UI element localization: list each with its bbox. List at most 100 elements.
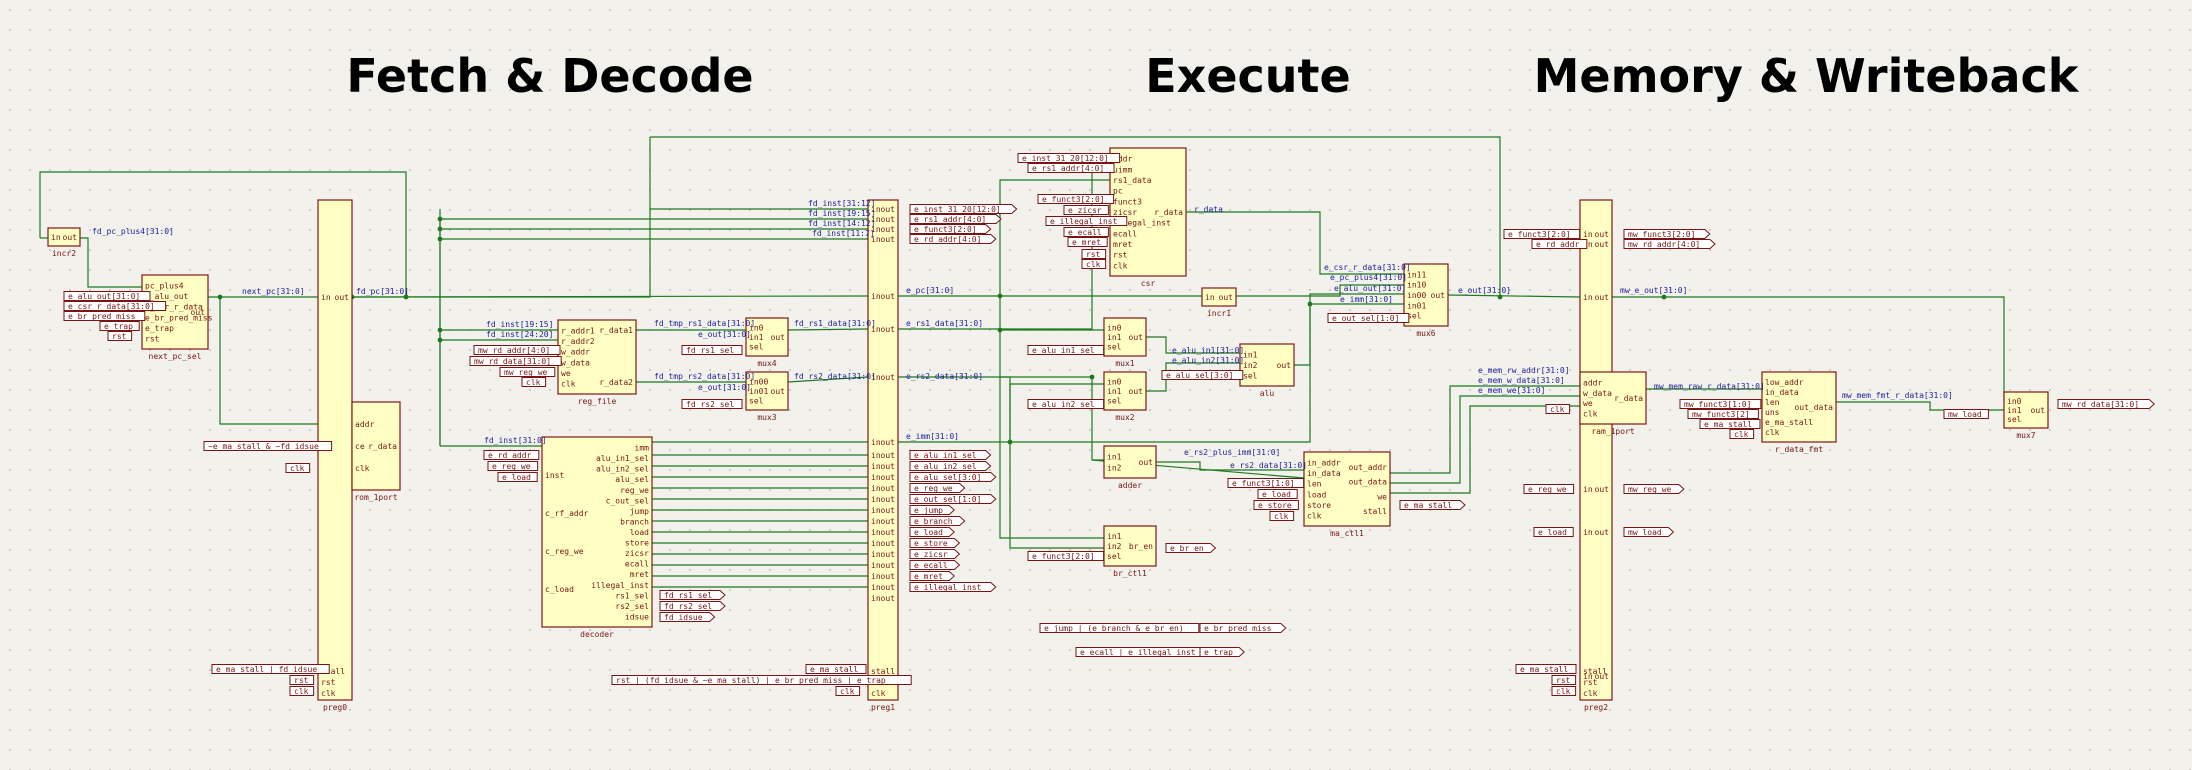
input-label[interactable]: e_ecall | e_illegal_inst	[1075, 647, 1210, 658]
output-label[interactable]: mw_rd_data[31:0]	[2057, 399, 2155, 410]
input-label[interactable]: clk	[521, 377, 547, 388]
input-label[interactable]: e_alu_sel[3:0]	[1161, 370, 1244, 381]
input-label[interactable]: e_ma_stall	[1699, 419, 1761, 430]
output-label[interactable]: e_br_en	[1165, 543, 1217, 554]
block-preg1[interactable]: preg1ininininininininininininininininini…	[867, 199, 899, 712]
block-preg2[interactable]: preg2ininininininoutoutoutoutoutoutstall…	[1579, 199, 1613, 712]
output-label[interactable]: mw_rd_addr[4:0]	[1623, 239, 1716, 250]
input-label[interactable]: fd_rs2_sel	[681, 399, 743, 410]
input-label[interactable]: mw_funct3[2]	[1687, 409, 1759, 420]
output-label[interactable]: e_rd_addr[4:0]	[909, 234, 997, 245]
input-label[interactable]: mw_load	[1943, 409, 1989, 420]
input-label[interactable]: rst	[1551, 675, 1577, 686]
output-label[interactable]: e_reg_we	[909, 483, 966, 494]
output-label[interactable]: fd_idsue	[659, 612, 716, 623]
input-label[interactable]: e_ma_stall	[805, 664, 867, 675]
input-label[interactable]: e_reg_we	[487, 461, 539, 472]
input-label[interactable]: e_zicsr	[1063, 205, 1109, 216]
input-label[interactable]: e_ecall	[1063, 227, 1109, 238]
input-label[interactable]: e_inst_31_20[12:0]	[1017, 153, 1121, 164]
output-label[interactable]: fd_rs2_sel	[659, 601, 726, 612]
output-label[interactable]: mw_funct3[2:0]	[1623, 229, 1711, 240]
output-label[interactable]: e_rs1_addr[4:0]	[909, 214, 1002, 225]
output-label[interactable]: e_br_pred_miss	[1199, 623, 1287, 634]
output-label[interactable]: e_trap	[1199, 647, 1245, 658]
output-label[interactable]: e_ecall	[909, 560, 961, 571]
input-label[interactable]: clk	[1269, 511, 1295, 522]
input-label[interactable]: rst	[107, 331, 133, 342]
output-label[interactable]: e_mret	[909, 571, 955, 582]
block-ma_ctl1[interactable]: ma_ctl1in_addrin_datalenloadstoreclkout_…	[1303, 451, 1391, 538]
input-label[interactable]: mw_reg_we	[499, 367, 556, 378]
input-label[interactable]: clk	[1545, 404, 1571, 415]
output-label[interactable]: e_inst_31_20[12:0]	[909, 204, 1018, 215]
output-label[interactable]: e_alu_in2_sel	[909, 461, 992, 472]
input-label[interactable]: clk	[835, 686, 861, 697]
block-decoder[interactable]: decoderinstc_rf_addrc_reg_wec_loadimmalu…	[541, 436, 653, 639]
output-label[interactable]: e_store	[909, 538, 961, 549]
input-label[interactable]: e_funct3[2:0]	[1027, 551, 1105, 562]
input-label[interactable]: e_rd_addr	[1531, 239, 1588, 250]
input-label[interactable]: e_trap	[99, 321, 140, 332]
output-label[interactable]: e_illegal_inst	[909, 582, 997, 593]
input-label[interactable]: mw_funct3[1:0]	[1679, 399, 1762, 410]
output-label[interactable]: fd_rs1_sel	[659, 590, 726, 601]
input-label[interactable]: e_reg_we	[1523, 484, 1575, 495]
input-label[interactable]: ~e_ma_stall & ~fd_idsue	[203, 441, 333, 452]
block-next_pc_sel[interactable]: next_pc_selpc_plus4e_alu_oute_csr_r_data…	[141, 274, 213, 361]
output-label[interactable]: e_alu_in1_sel	[909, 450, 992, 461]
input-label[interactable]: e_funct3[2:0]	[1037, 194, 1115, 205]
input-label[interactable]: fd_rs1_sel	[681, 345, 743, 356]
block-reg_file[interactable]: reg_filer_addr1r_addr2w_addrw_dataweclkr…	[557, 319, 637, 406]
output-label[interactable]: e_branch	[909, 516, 966, 527]
input-label[interactable]: e_csr_r_data[31:0]	[63, 301, 167, 312]
input-label[interactable]: e_funct3[1:0]	[1227, 478, 1305, 489]
input-label[interactable]: clk	[289, 686, 315, 697]
input-label[interactable]: e_alu_in2_sel	[1027, 399, 1105, 410]
input-label[interactable]: clk	[1081, 259, 1107, 270]
output-label[interactable]: e_zicsr	[909, 549, 961, 560]
output-label[interactable]: e_funct3[2:0]	[909, 224, 992, 235]
input-label[interactable]: e_rd_addr	[483, 450, 540, 461]
output-label[interactable]: e_alu_sel[3:0]	[909, 472, 997, 483]
block-r_data_fmt[interactable]: r_data_fmtlow_addrin_datalenunse_ma_stal…	[1761, 371, 1837, 454]
input-label[interactable]: e_load	[1533, 527, 1574, 538]
input-label[interactable]: e_load	[1257, 489, 1298, 500]
input-label[interactable]: mw_rd_addr[4:0]	[473, 345, 561, 356]
output-label[interactable]: mw_load	[1623, 527, 1675, 538]
input-label[interactable]: e_load	[497, 472, 538, 483]
input-label[interactable]: clk	[1551, 686, 1577, 697]
input-label[interactable]: mw_rd_data[31:0]	[469, 356, 562, 367]
input-label[interactable]: e_mret	[1067, 237, 1108, 248]
input-label[interactable]: e_ma_stall	[1515, 664, 1577, 675]
input-label[interactable]: e_jump | (e_branch & e_br_en)	[1039, 623, 1200, 634]
input-label[interactable]: e_rs1_addr[4:0]	[1027, 163, 1115, 174]
output-label[interactable]: e_jump	[909, 505, 955, 516]
input-label[interactable]: e_ma_stall | fd_idsue	[211, 664, 330, 675]
output-label[interactable]: e_load	[909, 527, 955, 538]
input-label[interactable]: rst	[1081, 249, 1107, 260]
input-label[interactable]: e_funct3[2:0]	[1503, 229, 1581, 240]
input-label[interactable]: clk	[285, 463, 311, 474]
input-label[interactable]: rst | (fd_idsue & ~e_ma_stall) | e_br_pr…	[611, 675, 912, 686]
input-label[interactable]: rst	[289, 675, 315, 686]
input-label[interactable]: e_alu_out[31:0]	[63, 291, 151, 302]
input-label[interactable]: e_alu_in1_sel	[1027, 345, 1105, 356]
input-label[interactable]: e_out_sel[1:0]	[1327, 313, 1410, 324]
input-label[interactable]: e_br_pred_miss	[63, 311, 146, 322]
input-label[interactable]: e_store	[1253, 500, 1299, 511]
input-label[interactable]: e_illegal_inst	[1045, 216, 1128, 227]
output-label[interactable]: e_out_sel[1:0]	[909, 494, 997, 505]
output-label[interactable]: mw_reg_we	[1623, 484, 1685, 495]
